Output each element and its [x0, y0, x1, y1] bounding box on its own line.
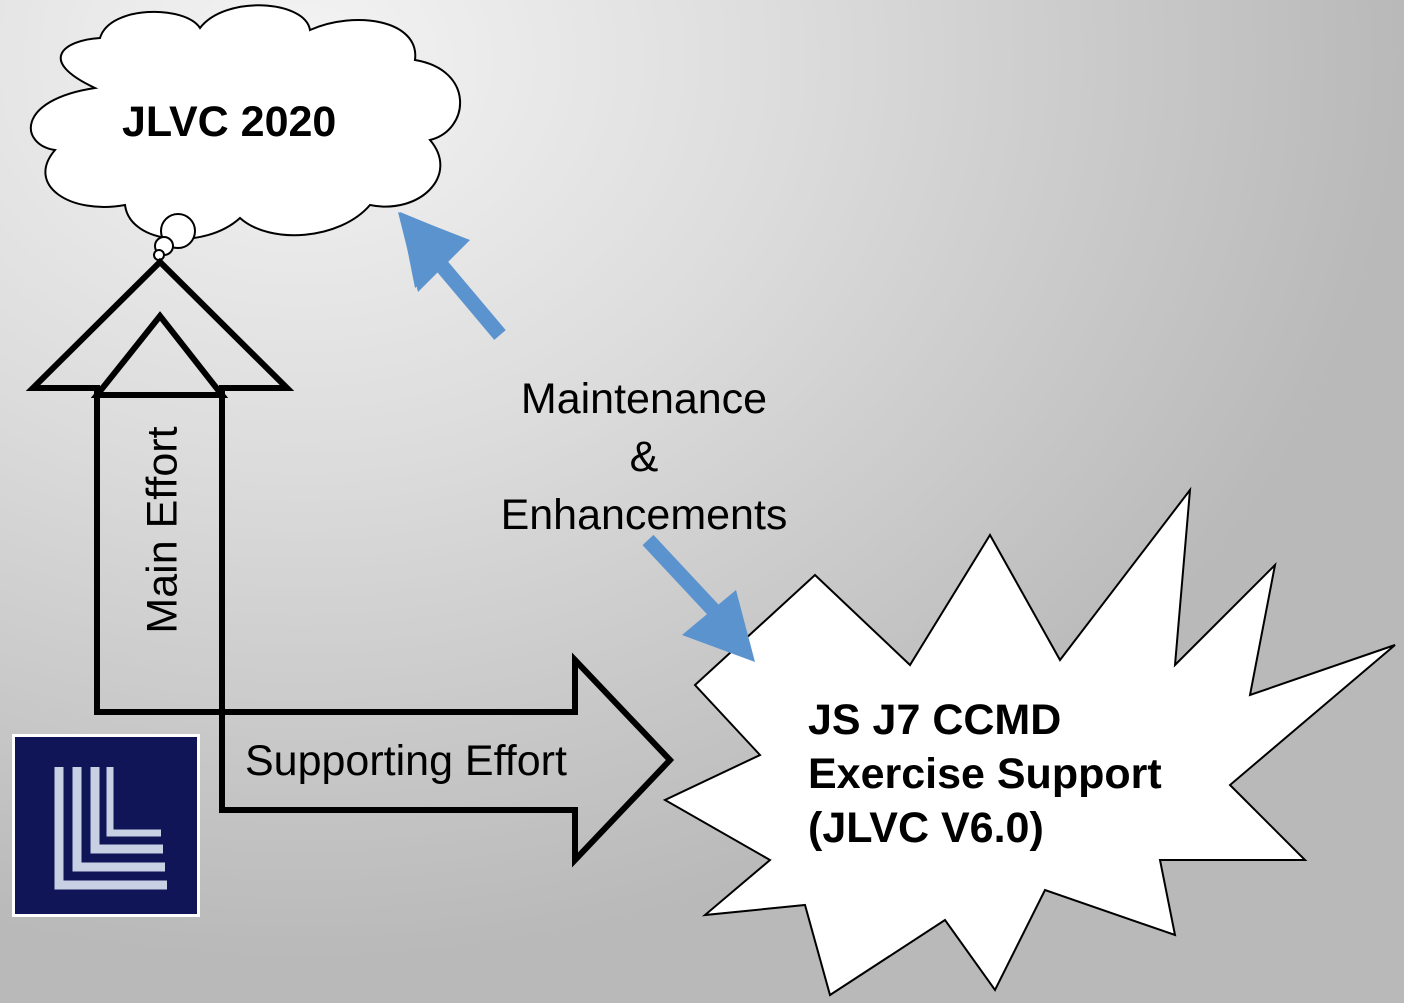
- burst-label: JS J7 CCMD Exercise Support (JLVC V6.0): [808, 693, 1162, 855]
- maintenance-line-1: Maintenance: [520, 375, 768, 423]
- burst-line-2: Exercise Support: [808, 750, 1162, 798]
- cloud-label: JLVC 2020: [122, 98, 337, 146]
- llnl-logo-icon: [12, 734, 200, 917]
- thought-cloud: [30, 4, 462, 261]
- main-effort-arrow: [25, 257, 295, 715]
- maintenance-label: Maintenance & Enhancements: [484, 370, 804, 544]
- maintenance-line-3: Enhancements: [500, 491, 788, 539]
- maintenance-line-2: &: [629, 433, 659, 481]
- llnl-logo-mark: [54, 767, 167, 890]
- supporting-effort-label: Supporting Effort: [245, 737, 567, 785]
- burst-line-3: (JLVC V6.0): [808, 804, 1044, 852]
- main-effort-inner-arrow: [90, 311, 229, 398]
- burst-line-1: JS J7 CCMD: [808, 696, 1062, 744]
- starburst-shape: [662, 486, 1396, 997]
- maintenance-arrow-down: [642, 534, 755, 662]
- supporting-effort-arrow: [219, 652, 675, 868]
- main-effort-label: Main Effort: [138, 426, 187, 634]
- maintenance-arrow-up: [398, 212, 506, 340]
